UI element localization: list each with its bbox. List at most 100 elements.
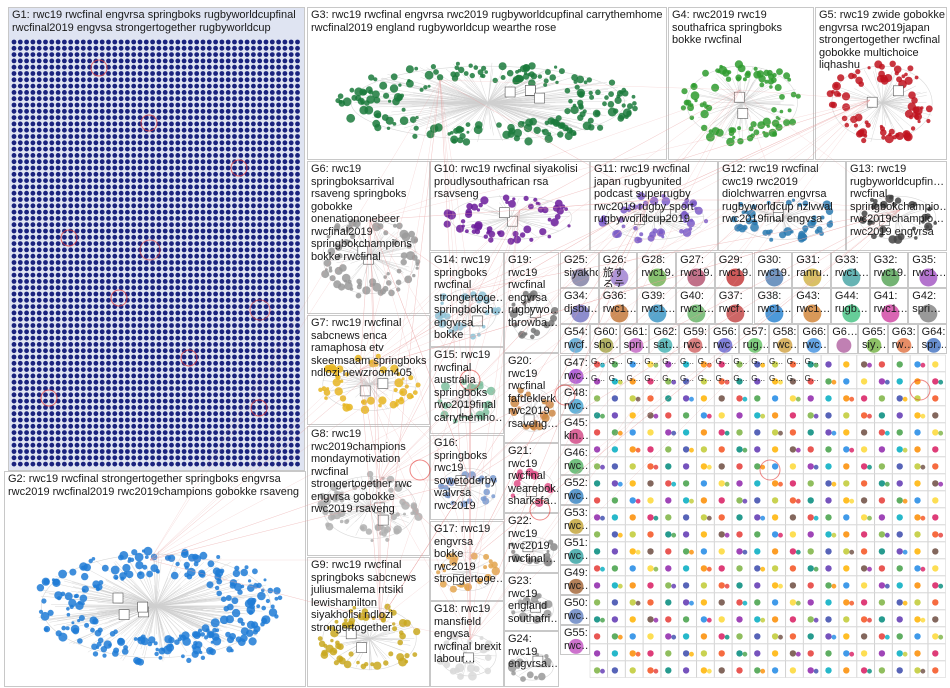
cluster-panel-g45: G45: kin… — [560, 415, 590, 445]
cluster-panel-g52: G52: rwc… — [560, 475, 590, 505]
small-cluster-cell — [838, 473, 857, 491]
small-cluster-cell — [732, 626, 750, 644]
small-cluster-cell — [785, 643, 804, 661]
small-cluster-cell — [838, 660, 857, 678]
small-cluster-cell — [607, 643, 626, 661]
small-cluster-label: G… — [662, 357, 676, 366]
small-cluster-cell — [714, 541, 733, 559]
cluster-label: G64: spr… — [921, 326, 947, 351]
small-cluster-cell — [749, 541, 768, 559]
small-cluster-cell — [803, 388, 822, 406]
cluster-panel-g1: G1: rwc19 rwcfinal engvrsa springboks ru… — [8, 7, 305, 471]
cluster-graph-g40 — [687, 304, 706, 323]
small-cluster-cell — [927, 626, 946, 644]
small-cluster-cell — [927, 422, 946, 440]
small-cluster-cell — [927, 490, 946, 508]
small-cluster-cell — [660, 439, 679, 457]
small-cluster-cell — [749, 422, 768, 440]
small-cluster-cell — [589, 541, 608, 559]
cluster-label: G32: rwc19… — [873, 254, 908, 279]
small-cluster-cell — [821, 643, 839, 661]
small-cluster-cell — [625, 439, 644, 457]
small-cluster-cell — [660, 660, 679, 678]
small-cluster-cell — [803, 473, 822, 491]
small-cluster-cell — [856, 626, 875, 644]
small-cluster-cell — [732, 660, 750, 678]
cluster-graph-g32 — [880, 268, 899, 287]
cluster-label: G18: rwc19 mansfield engvsa rwcfinal bre… — [434, 603, 502, 665]
small-cluster-cell — [803, 371, 822, 389]
cluster-label: G21: rwc19 rwcfinal wearebok… sharksfa… — [508, 445, 559, 507]
small-cluster-cell — [660, 405, 679, 423]
small-cluster-cell — [643, 473, 661, 491]
small-cluster-cell — [838, 354, 857, 372]
cluster-panel-g46: G46: rwc… — [560, 445, 590, 475]
cluster-graph-g26 — [610, 268, 629, 287]
small-cluster-cell — [607, 354, 626, 372]
cluster-graph-g6 — [321, 218, 421, 299]
small-cluster-cell — [767, 626, 786, 644]
small-cluster-cell — [749, 592, 768, 610]
small-cluster-label: G… — [805, 374, 819, 383]
small-cluster-cell — [927, 354, 946, 372]
cluster-graph-g42 — [919, 304, 938, 323]
cluster-panel-g11: G11: rwc19 rwcfinal japan rugbyunited po… — [590, 161, 718, 251]
small-cluster-cell — [856, 354, 875, 372]
small-cluster-cell — [785, 558, 804, 576]
small-cluster-cell — [732, 541, 750, 559]
small-cluster-cell — [678, 660, 697, 678]
small-cluster-cell — [607, 490, 626, 508]
cluster-graph-g52 — [568, 488, 584, 504]
small-cluster-cell — [625, 524, 644, 542]
cluster-panel-g53: G53: rwc… — [560, 505, 590, 535]
small-cluster-cell — [803, 490, 822, 508]
cluster-panel-g18: G18: rwc19 mansfield engvsa rwcfinal bre… — [430, 601, 504, 687]
small-cluster-cell — [607, 388, 626, 406]
cluster-panel-g36: G36: rwc1… — [598, 288, 638, 324]
small-cluster-cell — [625, 575, 644, 593]
small-cluster-cell — [696, 507, 715, 525]
small-cluster-cell — [874, 524, 893, 542]
small-cluster-cell — [732, 507, 750, 525]
small-cluster-cell — [749, 405, 768, 423]
small-cluster-cell — [892, 354, 911, 372]
cluster-label: G38: rwc1… — [757, 290, 792, 315]
cluster-graph-g20 — [509, 387, 556, 432]
cluster-graph-g50 — [568, 608, 584, 624]
cluster-label: G12: rwc19 rwcfinal cwc19 rwc2019 diolch… — [722, 163, 836, 225]
cluster-graph-g55 — [568, 638, 584, 654]
small-cluster-label: G… — [698, 357, 712, 366]
small-cluster-cell — [821, 371, 839, 389]
small-cluster-cell — [767, 507, 786, 525]
cluster-graph-g14 — [434, 287, 502, 340]
cluster-panel-g57: G57: rug… — [738, 324, 769, 354]
small-cluster-cell — [678, 439, 697, 457]
small-cluster-cell — [660, 456, 679, 474]
small-cluster-label: G… — [733, 357, 747, 366]
small-cluster-cell — [696, 422, 715, 440]
small-cluster-cell — [821, 541, 839, 559]
small-cluster-cell — [696, 388, 715, 406]
cluster-graph-g47 — [568, 368, 584, 384]
small-cluster-cell — [589, 354, 608, 372]
cluster-label: G40: rwc1… — [680, 290, 715, 315]
small-cluster-cell — [625, 371, 644, 389]
small-cluster-cell — [910, 371, 928, 389]
small-cluster-cell — [749, 660, 768, 678]
small-cluster-cell — [838, 643, 857, 661]
small-cluster-cell — [767, 371, 786, 389]
cluster-label: G48: rwc… — [564, 387, 590, 412]
small-cluster-cell — [696, 592, 715, 610]
small-cluster-cell — [607, 473, 626, 491]
small-cluster-cell — [607, 626, 626, 644]
small-cluster-cell — [927, 371, 946, 389]
small-cluster-cell — [714, 456, 733, 474]
small-cluster-cell — [785, 592, 804, 610]
small-cluster-cell — [660, 507, 679, 525]
small-cluster-cell — [910, 609, 928, 627]
cluster-graph-g36 — [610, 304, 629, 323]
small-cluster-cell — [892, 507, 911, 525]
cluster-label: G14: rwc19 springboks rwcfinal strongert… — [434, 254, 504, 341]
cluster-panel-g25: G25: siyakholisi… — [560, 252, 599, 288]
cluster-graph-g63 — [896, 337, 912, 353]
